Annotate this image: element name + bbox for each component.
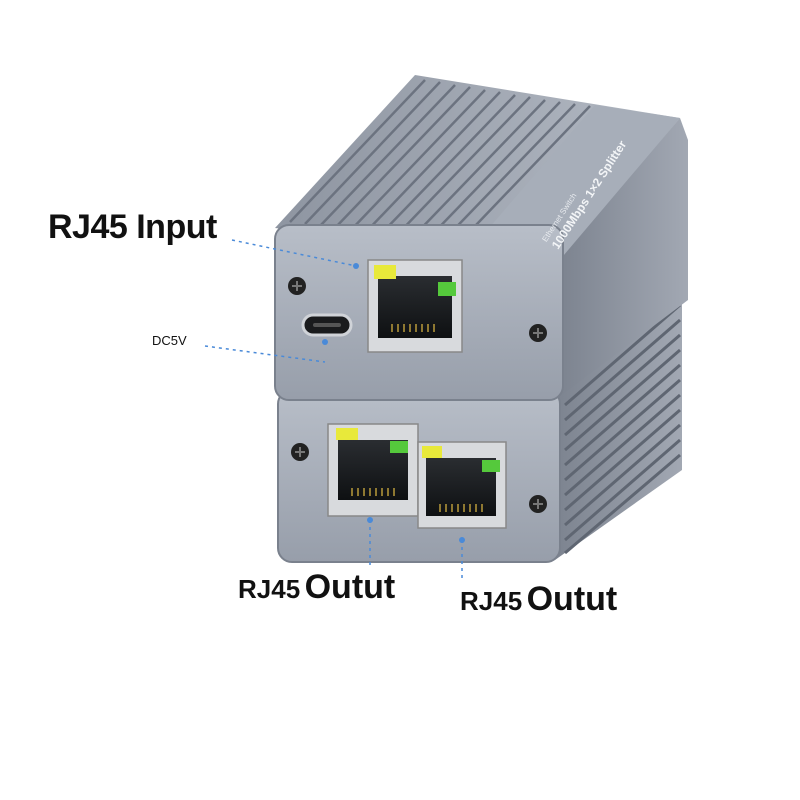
top-unit-fin-lines bbox=[289, 79, 591, 248]
top-splitter-unit bbox=[274, 75, 688, 401]
leader-dot bbox=[367, 517, 373, 523]
led-green bbox=[482, 460, 500, 472]
rj45-input-port bbox=[367, 259, 463, 353]
screw-icon bbox=[529, 324, 547, 342]
screw-icon bbox=[288, 277, 306, 295]
leader-line-power bbox=[204, 345, 326, 363]
callout-rj45-output-right: RJ45 Outut bbox=[460, 580, 617, 619]
callout-dc5v: DC5V bbox=[152, 333, 187, 348]
bottom-splitter-unit bbox=[277, 275, 682, 563]
top-unit-label-plate bbox=[470, 105, 680, 262]
rj45-output-port-2 bbox=[417, 441, 507, 529]
leader-line-input bbox=[231, 239, 357, 267]
callout-output-left-prefix: RJ45 bbox=[238, 574, 301, 604]
screw-icon bbox=[529, 495, 547, 513]
leader-dot bbox=[459, 537, 465, 543]
rj45-output-port-1 bbox=[327, 423, 419, 517]
callout-rj45-input: RJ45 Input bbox=[48, 208, 217, 246]
callout-output-right-prefix: RJ45 bbox=[460, 586, 523, 616]
bottom-unit-side-fins bbox=[564, 303, 681, 555]
led-yellow bbox=[374, 265, 396, 279]
led-yellow bbox=[422, 446, 442, 458]
led-green bbox=[390, 441, 408, 453]
leader-dot bbox=[353, 263, 359, 269]
leader-dot bbox=[322, 339, 328, 345]
callout-output-right-word: Outut bbox=[526, 580, 618, 618]
callout-rj45-output-left: RJ45 Outut bbox=[238, 568, 395, 607]
callout-output-left-word: Outut bbox=[304, 568, 396, 606]
led-yellow bbox=[336, 428, 358, 440]
leader-lines bbox=[204, 239, 463, 580]
screw-icon bbox=[291, 443, 309, 461]
usb-c-power-port bbox=[301, 313, 353, 337]
top-unit-side bbox=[558, 118, 688, 398]
led-green bbox=[438, 282, 456, 296]
